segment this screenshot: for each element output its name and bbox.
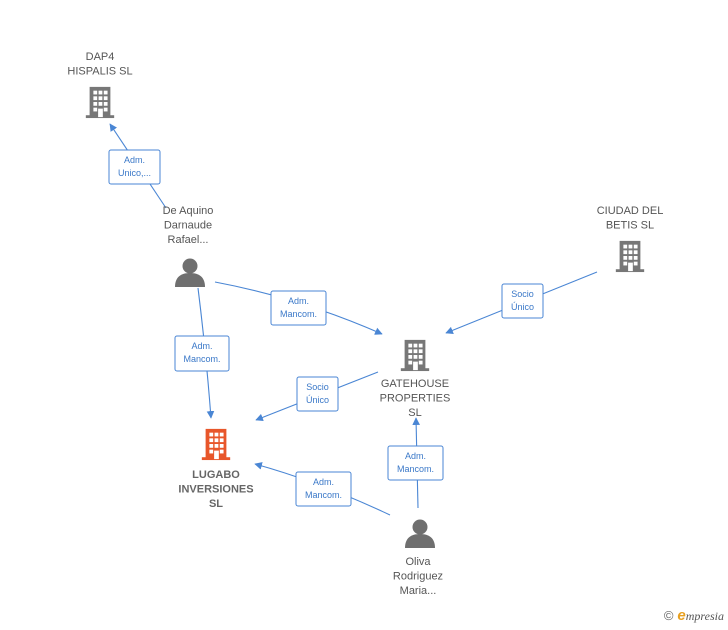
- node-deaquino[interactable]: De AquinoDarnaudeRafael...: [163, 205, 214, 287]
- node-ciudad[interactable]: CIUDAD DEL BETIS SL: [597, 205, 664, 273]
- edge-label-box: [296, 376, 339, 412]
- node-label: Rafael...: [168, 234, 209, 246]
- edge-label-text: Adm.: [124, 155, 145, 165]
- node-label: Oliva: [405, 556, 431, 568]
- edge-oliva-lugabo: Adm. Mancom.: [254, 462, 391, 516]
- footer-brand[interactable]: © empresia: [664, 607, 724, 624]
- building-icon: [400, 339, 430, 372]
- edge-label-box: [174, 335, 230, 372]
- node-label: Maria...: [400, 585, 437, 597]
- edge-label-text: Unico,...: [118, 168, 151, 178]
- person-icon: [405, 519, 435, 548]
- edge-label[interactable]: Adm. Unico,...: [108, 149, 161, 185]
- node-gatehouse[interactable]: GATEHOUSE PROPERTIES SL: [380, 339, 451, 419]
- building-icon: [615, 240, 645, 273]
- node-label: DAP4: [86, 51, 115, 63]
- edge-label-box: [387, 445, 444, 481]
- edge-label-text: Adm.: [288, 296, 309, 306]
- edges-layer: Adm. Unico,... Adm. Mancom. Adm. Mancom. Socio…: [108, 123, 598, 516]
- node-oliva[interactable]: OlivaRodriguezMaria...: [393, 519, 443, 598]
- edge-label-text: Único: [511, 302, 534, 312]
- edge-label[interactable]: Adm. Mancom.: [270, 290, 327, 326]
- node-label: INVERSIONES: [178, 484, 253, 496]
- edge-label-text: Adm.: [313, 477, 334, 487]
- edge-label-text: Mancom.: [305, 490, 342, 500]
- node-label: De Aquino: [163, 205, 214, 217]
- edge-label-text: Mancom.: [183, 354, 220, 364]
- node-label: BETIS SL: [606, 220, 654, 232]
- edge-label[interactable]: Adm. Mancom.: [387, 445, 444, 481]
- node-label: PROPERTIES: [380, 393, 451, 405]
- node-label: HISPALIS SL: [67, 66, 132, 78]
- building-icon: [201, 428, 231, 461]
- node-label: Rodriguez: [393, 571, 443, 583]
- edge-label-box: [108, 149, 161, 185]
- edge-label-text: Mancom.: [280, 309, 317, 319]
- node-lugabo[interactable]: LUGABO INVERSIONES SL: [178, 428, 254, 510]
- edge-deaquino-gatehouse: Adm. Mancom.: [214, 281, 383, 335]
- edge-label-text: Adm.: [191, 341, 212, 351]
- edge-label-text: Único: [306, 395, 329, 405]
- node-label: GATEHOUSE: [381, 378, 449, 390]
- edge-deaquino-lugabo: Adm. Mancom.: [174, 287, 230, 419]
- building-icon: [85, 86, 115, 119]
- edge-oliva-gatehouse: Adm. Mancom.: [387, 417, 444, 509]
- node-label: SL: [408, 407, 421, 419]
- edge-label-text: Adm.: [405, 451, 426, 461]
- edge-label-text: Socio: [511, 289, 534, 299]
- node-label: Darnaude: [164, 220, 212, 232]
- node-label: LUGABO: [192, 469, 240, 481]
- node-label: SL: [209, 498, 223, 510]
- edge-label[interactable]: Adm. Mancom.: [295, 471, 352, 507]
- copyright-symbol: ©: [663, 608, 674, 623]
- edge-label-box: [295, 471, 352, 507]
- edge-label-text: Socio: [306, 382, 329, 392]
- edge-deaquino-dap4: Adm. Unico,...: [108, 123, 167, 209]
- brand-logo: empresia: [677, 607, 724, 624]
- edge-label-box: [270, 290, 327, 326]
- node-label: CIUDAD DEL: [597, 205, 664, 217]
- person-icon: [175, 258, 205, 287]
- edge-label-box: [501, 283, 544, 319]
- edge-label-text: Mancom.: [397, 464, 434, 474]
- edge-label[interactable]: Adm. Mancom.: [174, 335, 230, 372]
